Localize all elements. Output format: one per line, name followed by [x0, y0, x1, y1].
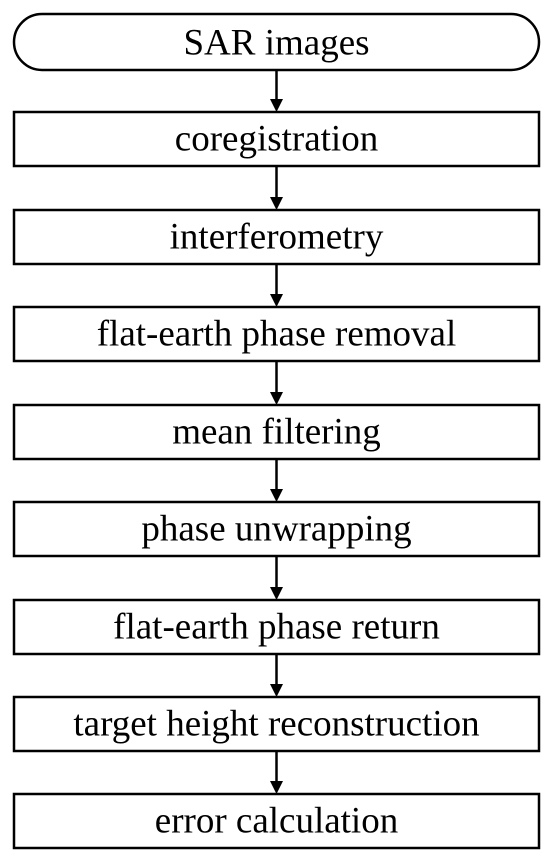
arrow-interferometry-to-flat-earth-phase-removal: [270, 264, 283, 307]
arrow-coregistration-to-interferometry: [270, 166, 283, 210]
step-coregistration-label: coregistration: [175, 119, 378, 160]
step-flat-earth-phase-removal: flat-earth phase removal: [12, 305, 541, 363]
arrow-mean-filtering-to-phase-unwrapping: [270, 459, 283, 502]
step-flat-earth-phase-return-label: flat-earth phase return: [113, 607, 440, 648]
step-coregistration: coregistration: [12, 110, 541, 168]
step-error-calculation-label: error calculation: [155, 801, 398, 842]
step-phase-unwrapping: phase unwrapping: [12, 500, 541, 558]
arrow-phase-unwrapping-to-flat-earth-phase-return: [270, 556, 283, 600]
step-target-height-reconstruction-box: [12, 695, 541, 753]
arrow-target-height-reconstruction-to-error-calculation: [270, 751, 283, 794]
arrow-sar-images-to-coregistration: [270, 70, 283, 112]
step-mean-filtering: mean filtering: [12, 403, 541, 461]
step-error-calculation-box: [12, 792, 541, 850]
step-mean-filtering-label: mean filtering: [172, 412, 381, 453]
step-interferometry-label: interferometry: [170, 217, 384, 258]
step-flat-earth-phase-return: flat-earth phase return: [12, 598, 541, 656]
arrow-flat-earth-phase-removal-to-mean-filtering: [270, 361, 283, 405]
step-phase-unwrapping-box: [12, 500, 541, 558]
step-phase-unwrapping-label: phase unwrapping: [141, 509, 411, 550]
step-error-calculation: error calculation: [12, 792, 541, 850]
arrow-flat-earth-phase-return-to-target-height-reconstruction: [270, 654, 283, 697]
step-target-height-reconstruction: target height reconstruction: [12, 695, 541, 753]
step-target-height-reconstruction-label: target height reconstruction: [73, 704, 479, 745]
step-flat-earth-phase-removal-label: flat-earth phase removal: [97, 314, 457, 355]
step-interferometry: interferometry: [12, 208, 541, 266]
step-sar-images-label: SAR images: [183, 23, 369, 64]
step-sar-images: SAR images: [12, 12, 541, 72]
step-coregistration-box: [12, 110, 541, 168]
step-flat-earth-phase-removal-box: [12, 305, 541, 363]
